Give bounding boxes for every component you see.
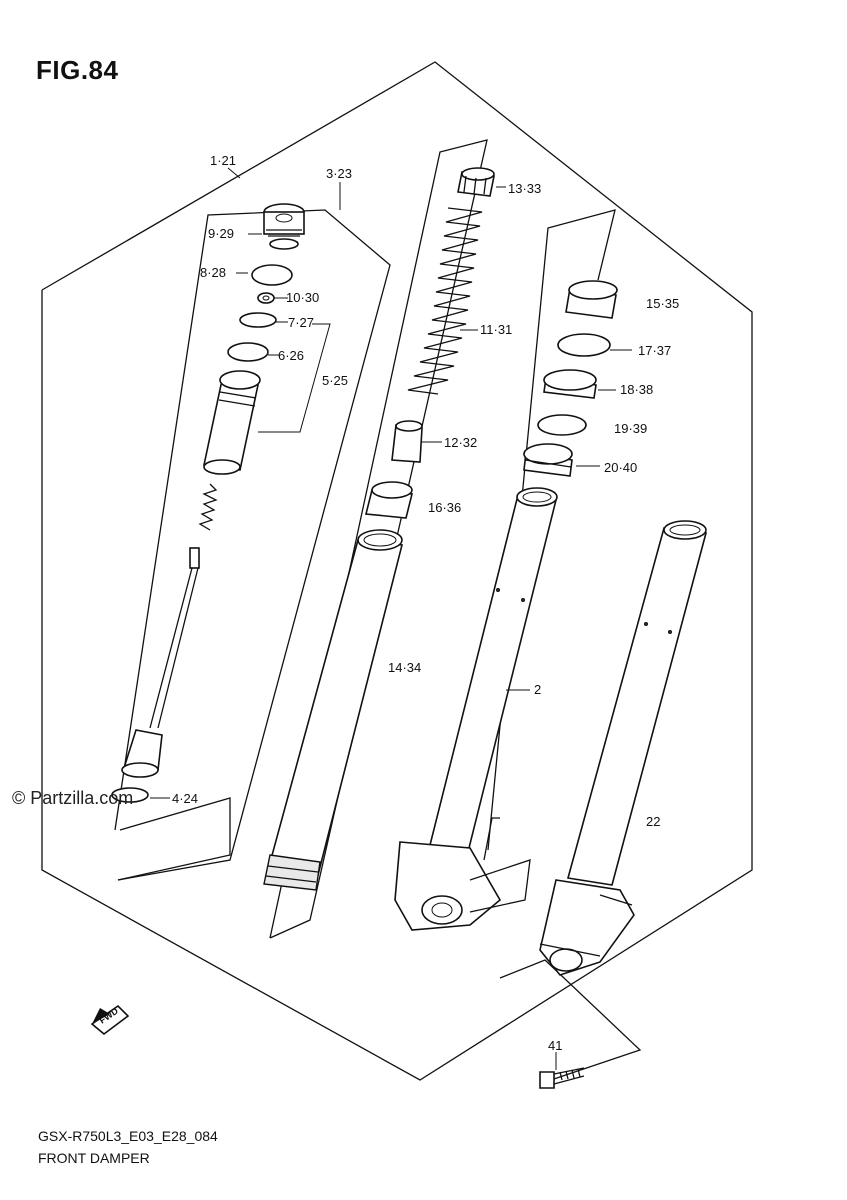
stopper-ring-part: [537, 414, 587, 436]
callout-12-32: 12·32: [444, 435, 477, 450]
callout-3-23: 3·23: [326, 166, 352, 181]
washer-part: [227, 342, 269, 362]
dust-seal-part: [523, 443, 573, 477]
inner-tube-part: [263, 529, 404, 891]
callout-13-33: 13·33: [508, 181, 541, 196]
spring-group-outline: [269, 139, 488, 939]
callout-15-35: 15·35: [646, 296, 679, 311]
cap-bolt-part: [263, 203, 305, 250]
callout-16-36: 16·36: [428, 500, 461, 515]
callout-41: 41: [548, 1038, 562, 1053]
outer-tube-part: [394, 487, 558, 931]
cylinder-part: [203, 370, 261, 475]
leader-lines: [150, 186, 632, 1070]
oil-lock-piece-part: [111, 787, 149, 803]
callout-11-31: 11·31: [480, 322, 512, 337]
bushing-upper-part: [565, 280, 618, 319]
callout-2: 2: [534, 682, 541, 697]
bushing-part: [364, 481, 414, 519]
nut-part: [257, 292, 275, 304]
cartridge-group-outline: [117, 797, 231, 881]
callout-20-40: 20·40: [604, 460, 637, 475]
callout-19-39: 19·39: [614, 421, 647, 436]
callout-14-34: 14·34: [388, 660, 421, 675]
callout-10-30: 10·30: [286, 290, 319, 305]
rebound-spring-part: [198, 483, 218, 531]
callout-18-38: 18·38: [620, 382, 653, 397]
watermark: © Partzilla.com: [12, 788, 134, 808]
figure-code: GSX-R750L3_E03_E28_084: [38, 1128, 218, 1144]
bolt-part: [539, 1067, 585, 1089]
callout-9-29: 9·29: [208, 226, 234, 241]
callout-4-24: 4·24: [172, 791, 198, 806]
callout-8-28: 8·28: [200, 265, 226, 280]
seal-washer-part: [557, 333, 611, 357]
callout-1-21: 1·21: [210, 153, 236, 168]
callout-5-25: 5·25: [322, 373, 348, 388]
o-ring-part: [251, 264, 293, 286]
group-boundary-outline: [41, 61, 753, 1081]
spacer-part: [391, 420, 423, 463]
bolt-group-outline: [499, 959, 642, 1083]
figure-name: FRONT DAMPER: [38, 1150, 150, 1166]
figure-title: FIG.84: [36, 55, 119, 85]
damper-rod-part: [121, 547, 200, 778]
ring-part: [239, 312, 277, 328]
fork-spring-part: [407, 207, 483, 395]
outer-tube-assembly-part: [539, 520, 708, 976]
callout-6-26: 6·26: [278, 348, 304, 363]
callout-17-37: 17·37: [638, 343, 671, 358]
forward-arrow-icon: FWD: [90, 1004, 130, 1036]
spring-adjuster-part: [457, 167, 495, 197]
callout-22: 22: [646, 814, 660, 829]
oil-seal-part: [543, 369, 597, 399]
callout-7-27: 7·27: [288, 315, 314, 330]
